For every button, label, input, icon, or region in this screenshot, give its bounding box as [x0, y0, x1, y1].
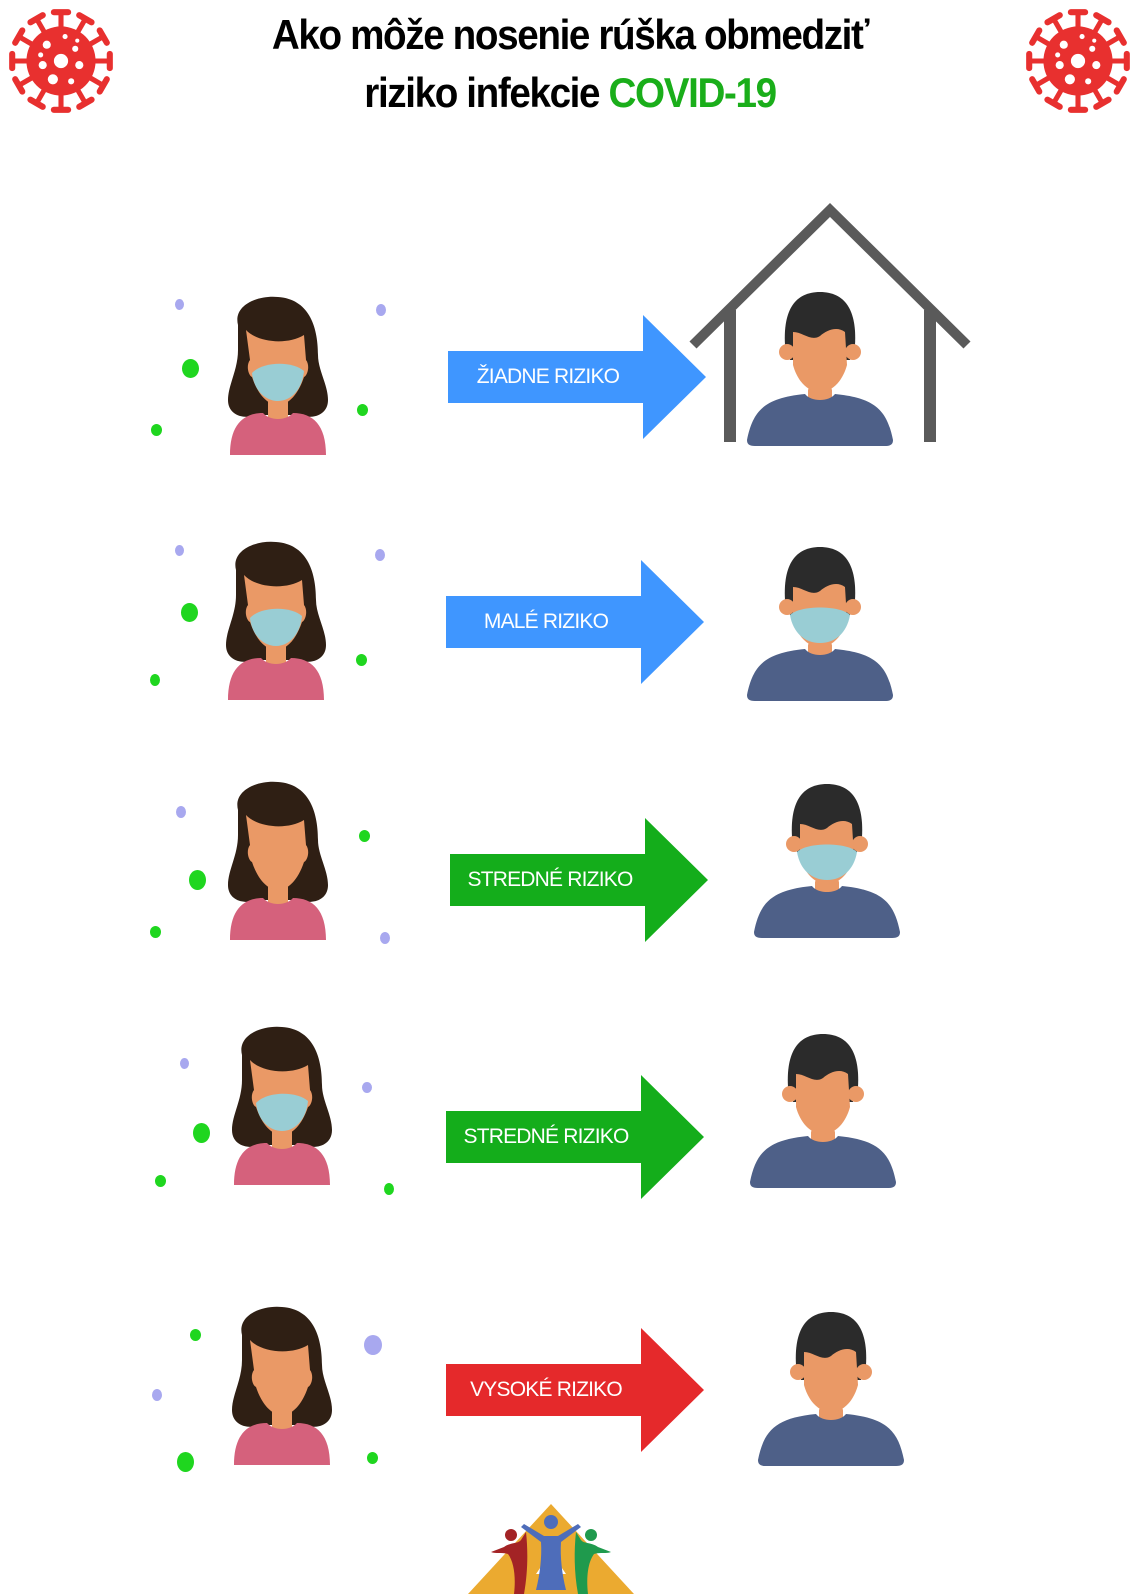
- man-with-mask-icon: [745, 545, 895, 705]
- risk-label: MALÉ RIZIKO: [483, 610, 609, 633]
- risk-arrow: STREDNÉ RIZIKO: [450, 818, 710, 942]
- woman-with-mask-icon: [216, 540, 336, 700]
- risk-label: ŽIADNE RIZIKO: [476, 365, 620, 388]
- man-without-mask-icon: [756, 1310, 906, 1470]
- title-line-2-prefix: riziko infekcie: [364, 69, 609, 116]
- man-with-mask-icon: [752, 782, 902, 942]
- woman-with-mask-icon: [218, 295, 338, 455]
- droplet-dot: [179, 1057, 189, 1069]
- risk-arrow: STREDNÉ RIZIKO: [446, 1075, 706, 1199]
- virus-icon: [0, 0, 122, 122]
- title-line-2: riziko infekcie COVID-19: [165, 64, 975, 122]
- title-accent-covid: COVID-19: [608, 69, 778, 116]
- droplet-dot: [180, 602, 198, 622]
- risk-label: STREDNÉ RIZIKO: [463, 1125, 630, 1148]
- droplet-dot: [355, 654, 367, 666]
- woman-with-mask-icon: [222, 1025, 342, 1185]
- droplet-dot: [174, 544, 184, 556]
- woman-without-mask-icon: [218, 780, 338, 940]
- droplet-dot: [150, 674, 160, 686]
- droplet-dot: [380, 932, 390, 944]
- house-icon: [689, 202, 971, 442]
- man-without-mask-icon: [748, 1032, 898, 1192]
- risk-label: VYSOKÉ RIZIKO: [470, 1378, 623, 1401]
- virus-icon: [1017, 0, 1139, 122]
- droplet-dot: [375, 549, 385, 561]
- droplet-dot: [174, 298, 184, 310]
- droplet-dot: [189, 1329, 201, 1341]
- risk-label: STREDNÉ RIZIKO: [467, 868, 634, 891]
- droplet-dot: [154, 1175, 166, 1187]
- droplet-dot: [366, 1452, 378, 1464]
- droplet-dot: [152, 1389, 162, 1401]
- risk-arrow: VYSOKÉ RIZIKO: [446, 1328, 706, 1452]
- droplet-dot: [362, 1081, 372, 1093]
- page-title: Ako môže nosenie rúška obmedziť riziko i…: [165, 6, 975, 122]
- droplet-dot: [364, 1335, 382, 1355]
- droplet-dot: [150, 424, 162, 436]
- organization-logo-icon: [468, 1504, 634, 1594]
- droplet-dot: [188, 870, 206, 890]
- droplet-dot: [376, 304, 386, 316]
- droplet-dot: [384, 1183, 394, 1195]
- man-without-mask-icon: [745, 290, 895, 450]
- droplet-dot: [176, 806, 186, 818]
- droplet-dot: [176, 1452, 194, 1472]
- risk-arrow: MALÉ RIZIKO: [446, 560, 706, 684]
- droplet-dot: [358, 830, 370, 842]
- risk-arrow: ŽIADNE RIZIKO: [448, 315, 708, 439]
- title-line-1: Ako môže nosenie rúška obmedziť: [271, 11, 870, 58]
- droplet-dot: [181, 358, 199, 378]
- woman-without-mask-icon: [222, 1305, 342, 1465]
- droplet-dot: [356, 404, 368, 416]
- droplet-dot: [149, 926, 161, 938]
- droplet-dot: [192, 1123, 210, 1143]
